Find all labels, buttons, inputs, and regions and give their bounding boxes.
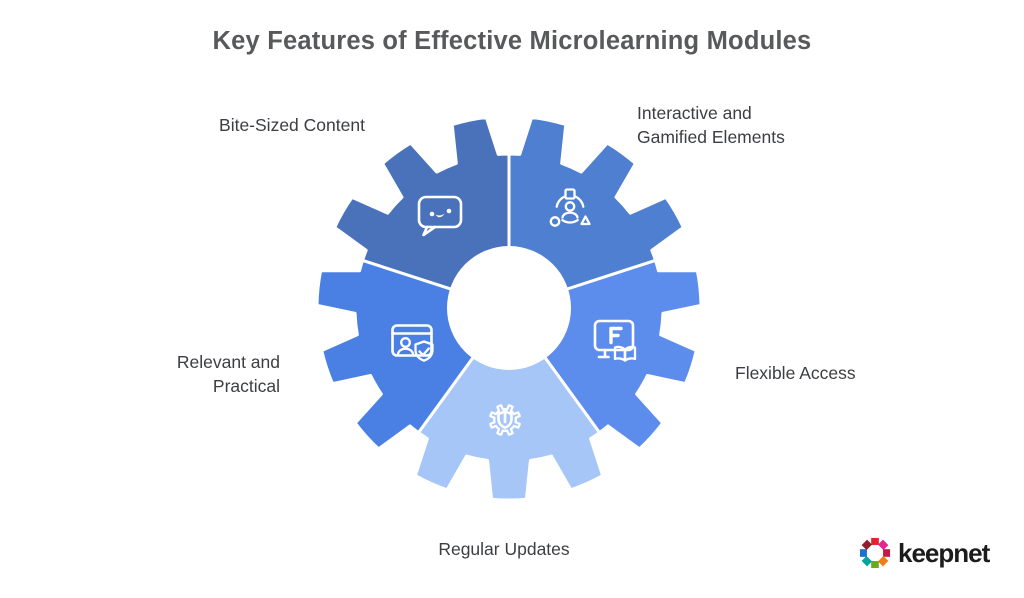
logo-blade-5 xyxy=(861,555,873,567)
game-person-head xyxy=(564,201,576,212)
gear-svg xyxy=(315,115,703,502)
browser-window-outline xyxy=(391,324,433,357)
page-title: Key Features of Effective Microlearning … xyxy=(212,27,812,55)
chat-face-smile xyxy=(435,213,445,218)
game-ring-arc-right xyxy=(573,195,585,208)
monitor-f-book-icon xyxy=(593,319,637,362)
shield-outline xyxy=(497,410,513,429)
check-shield-outline xyxy=(414,340,434,362)
game-ring-arc-left xyxy=(555,195,567,208)
chat-bubble-tail xyxy=(422,225,437,237)
logo-blade-3 xyxy=(877,555,889,567)
game-triangle-shape xyxy=(580,215,591,226)
gear-segment-regular-updates xyxy=(413,306,605,502)
gear-shield-icon xyxy=(489,404,521,436)
book-left-page xyxy=(613,345,627,362)
chat-bubble-outline xyxy=(417,195,463,229)
label-relevant-practical: Relevant and Practical xyxy=(176,352,280,396)
gear-segment-bite-sized-content xyxy=(333,115,511,310)
label-flexible-access: Flexible Access xyxy=(735,363,856,383)
chat-face-right-eye xyxy=(446,208,452,214)
gamification-person-shapes-icon xyxy=(549,188,591,227)
keepnet-logo: keepnet xyxy=(856,530,990,576)
game-square-shape xyxy=(564,188,576,200)
chat-bubble-face-icon xyxy=(417,195,463,237)
gear-icon-outline xyxy=(489,404,521,436)
game-ring-arc-bottom xyxy=(561,218,579,224)
game-circle-shape xyxy=(549,216,561,227)
label-interactive-gamified: Interactive and Gamified Elements xyxy=(637,103,785,147)
logo-blade-7 xyxy=(861,539,873,551)
monitor-letter-f xyxy=(609,326,623,345)
browser-person-shoulders xyxy=(396,347,415,356)
browser-person-head xyxy=(400,337,411,348)
keepnet-logo-text: keepnet xyxy=(898,537,990,568)
gear-diagram xyxy=(299,98,719,518)
browser-person-shield-icon xyxy=(391,324,434,362)
label-regular-updates: Regular Updates xyxy=(438,539,570,559)
open-book-glyph xyxy=(613,345,637,362)
gear-hub-circle xyxy=(447,246,571,370)
shield-checkmark xyxy=(418,347,430,357)
book-right-page xyxy=(623,345,637,362)
gear-segment-interactive-gamified xyxy=(507,115,685,310)
chat-face-left-eye xyxy=(429,211,435,217)
game-person-shoulders xyxy=(561,211,579,219)
label-bite-sized-content: Bite-Sized Content xyxy=(219,115,365,135)
logo-blade-1 xyxy=(877,539,889,551)
keepnet-aperture-icon xyxy=(859,537,891,569)
